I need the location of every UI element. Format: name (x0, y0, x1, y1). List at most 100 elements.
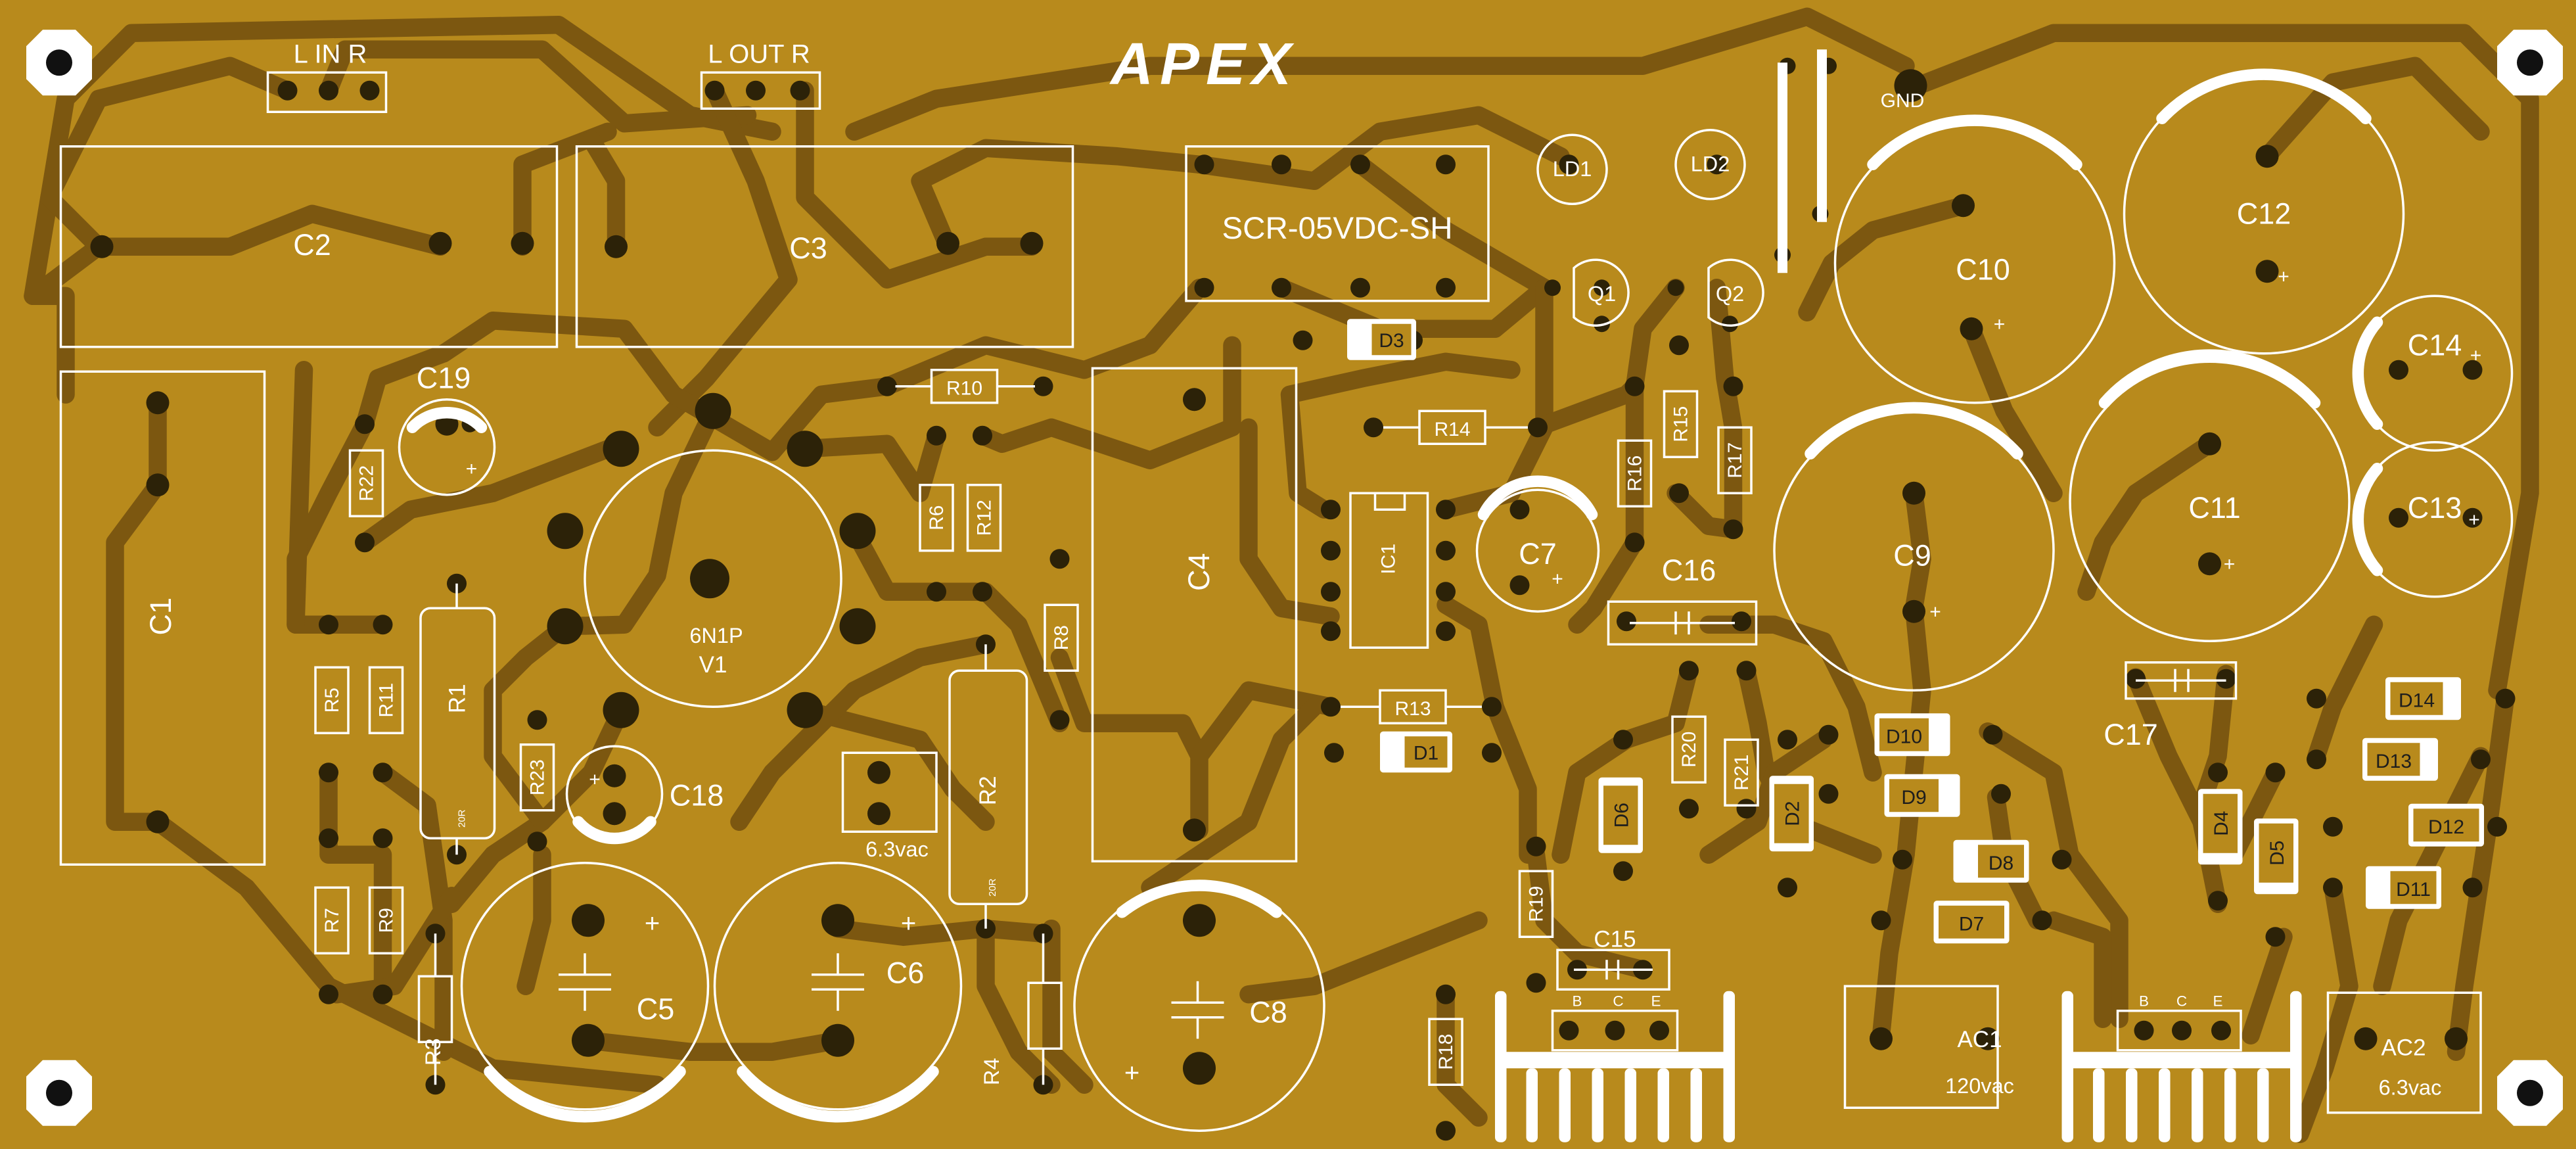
label-r15: R15 (1670, 406, 1692, 442)
label-r10: R10 (946, 377, 982, 399)
label-d1: D1 (1414, 742, 1438, 764)
label-r4: R4 (980, 1058, 1003, 1085)
plus-c5: + (645, 909, 660, 938)
label-tube-ref: V1 (699, 652, 727, 678)
label-r14: R14 (1434, 419, 1470, 440)
plus-c14: + (2470, 344, 2482, 366)
label-d13: D13 (2376, 751, 2412, 772)
plus-c19: + (466, 458, 478, 480)
pin-e-left: E (1651, 993, 1661, 1009)
plus-c8: + (1124, 1058, 1139, 1087)
resistor-labels: R10 R14 R13 R22 R5 R11 R7 R9 R6 R12 R8 R… (321, 377, 1753, 1085)
label-c8: C8 (1249, 995, 1287, 1029)
label-q2: Q2 (1716, 282, 1744, 306)
label-r8: R8 (1051, 625, 1072, 650)
plus-c18: + (589, 768, 601, 790)
label-c4: C4 (1182, 553, 1216, 591)
heatsink-left (1495, 991, 1735, 1142)
label-r6: R6 (926, 505, 948, 530)
label-r19: R19 (1526, 886, 1548, 922)
label-ac2-voltage: 6.3vac (2379, 1075, 2442, 1099)
pin-b-left: B (1572, 993, 1582, 1009)
label-gnd: GND (1881, 90, 1925, 112)
label-r22: R22 (356, 465, 378, 502)
plus-c11: + (2224, 553, 2236, 575)
label-c10: C10 (1956, 252, 2010, 286)
mounting-hole-tl (26, 30, 92, 96)
label-res-marking-r1: 20R (457, 809, 468, 828)
label-c7: C7 (1519, 537, 1557, 571)
label-ld2: LD2 (1691, 152, 1730, 176)
label-d7: D7 (1959, 913, 1984, 935)
label-tube-type: 6N1P (689, 624, 743, 647)
plus-c13: + (2468, 509, 2480, 530)
component-labels: C2 C3 C1 C4 C19 C18 C5 C6 C8 C7 C16 C17 … (144, 152, 2462, 1099)
label-r7: R7 (321, 908, 343, 933)
connector-labels: L IN R L OUT R GND (294, 39, 1925, 112)
plus-c12: + (2278, 266, 2289, 287)
mounting-hole-tr (2497, 30, 2563, 96)
label-ic1: IC1 (1378, 544, 1400, 574)
label-c18: C18 (670, 778, 724, 812)
label-d6: D6 (1611, 803, 1633, 828)
label-ld1: LD1 (1553, 157, 1592, 181)
silkscreen-outlines (59, 71, 2514, 1132)
diode-labels: D3 D1 D6 D2 D10 D9 D8 D7 D4 D5 D14 D13 D… (1379, 330, 2464, 935)
label-c2: C2 (293, 228, 331, 262)
label-c17: C17 (2104, 718, 2158, 751)
diode-label-plates (1371, 323, 2479, 939)
pin-c-left: C (1613, 993, 1623, 1009)
label-c1: C1 (144, 598, 177, 636)
mounting-hole-bl (26, 1060, 92, 1126)
label-c9: C9 (1893, 538, 1931, 572)
label-res-marking-r2: 20R (987, 878, 998, 897)
label-l-in-r: L IN R (294, 39, 367, 68)
label-q1: Q1 (1588, 282, 1616, 306)
label-c12: C12 (2237, 197, 2291, 230)
label-heater-voltage: 6.3vac (865, 837, 929, 861)
label-r11: R11 (376, 683, 398, 718)
pin-c-right: C (2176, 993, 2187, 1009)
label-c13: C13 (2408, 491, 2462, 525)
plus-c9: + (1929, 601, 1941, 622)
label-r9: R9 (376, 908, 398, 933)
label-r12: R12 (974, 500, 996, 536)
mounting-holes (26, 30, 2563, 1126)
label-d9: D9 (1901, 787, 1926, 809)
label-r16: R16 (1624, 456, 1646, 492)
label-c5: C5 (637, 992, 675, 1025)
label-d5: D5 (2266, 841, 2288, 866)
label-c6: C6 (886, 956, 925, 989)
label-d14: D14 (2399, 690, 2435, 711)
label-d2: D2 (1782, 801, 1804, 826)
label-ac1: AC1 (1957, 1027, 2002, 1052)
pin-e-right: E (2213, 993, 2222, 1009)
label-d8: D8 (1989, 853, 2013, 874)
label-r3: R3 (421, 1038, 445, 1066)
brand-logo: APEX (1109, 32, 1298, 97)
label-c11: C11 (2188, 491, 2240, 525)
copper-traces (24, 7, 2539, 1143)
polarity-and-pin-labels: + + + + + + + + + + + + B C E B C E (466, 266, 2482, 1087)
mounting-hole-br (2497, 1060, 2563, 1126)
pin-b-right: B (2139, 993, 2149, 1009)
label-ac1-voltage: 120vac (1945, 1074, 2014, 1098)
label-r13: R13 (1394, 698, 1431, 720)
label-d11: D11 (2396, 879, 2431, 901)
label-r20: R20 (1678, 732, 1700, 768)
label-r21: R21 (1731, 755, 1753, 791)
label-ac2: AC2 (2381, 1035, 2426, 1060)
label-r1: R1 (445, 684, 471, 713)
label-d4: D4 (2211, 811, 2232, 836)
label-c16: C16 (1662, 553, 1716, 587)
label-c15: C15 (1594, 926, 1636, 952)
label-c14: C14 (2408, 328, 2462, 362)
label-r23: R23 (527, 759, 549, 795)
label-d10: D10 (1886, 726, 1922, 747)
label-r18: R18 (1435, 1034, 1457, 1070)
label-c19: C19 (417, 361, 471, 394)
plus-c10: + (1994, 314, 2006, 335)
plus-c7: + (1552, 568, 1563, 590)
